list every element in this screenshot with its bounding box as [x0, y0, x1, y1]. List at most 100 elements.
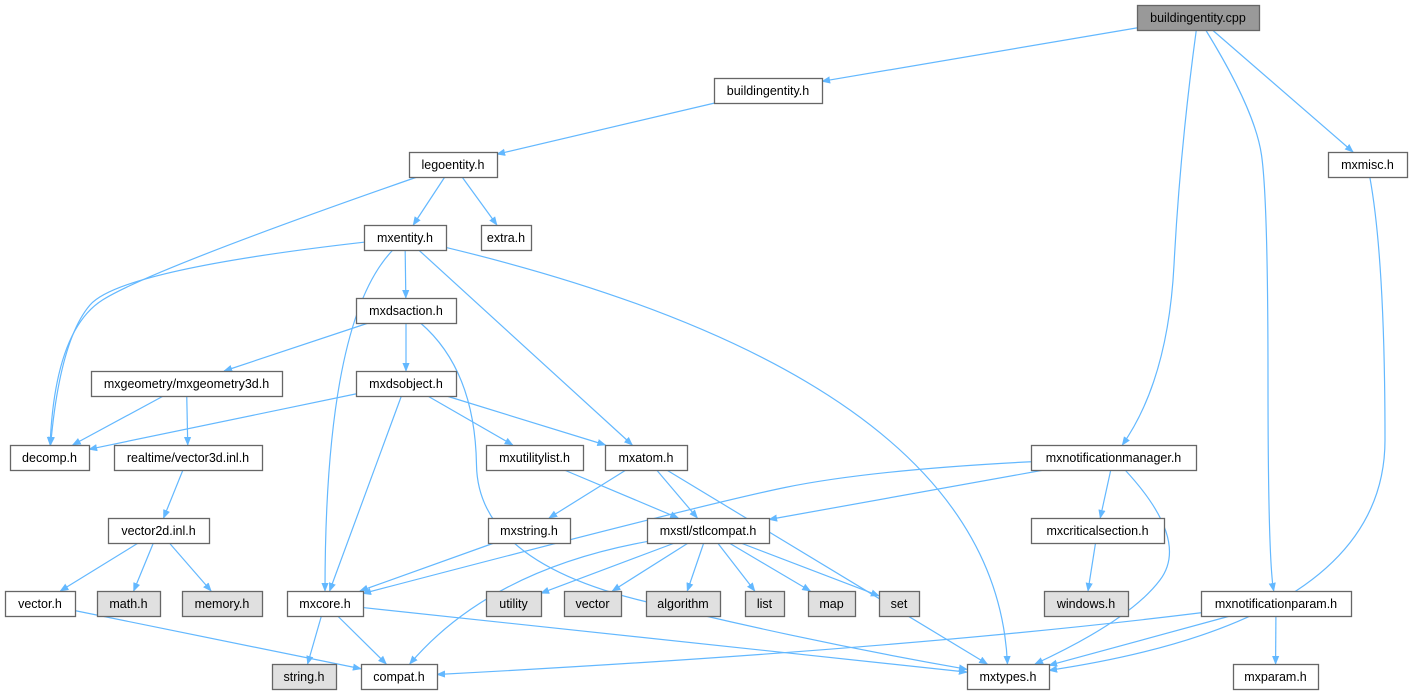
node-label: set	[891, 597, 908, 611]
node-realtime-vector3d-inl-h[interactable]: realtime/vector3d.inl.h	[113, 444, 264, 472]
node-box	[807, 590, 857, 618]
edge-vec-to-compat	[74, 610, 362, 671]
node-box	[480, 224, 533, 252]
edge-nparam-to-types	[1048, 615, 1231, 667]
node-decomp-h[interactable]: decomp.h	[9, 444, 91, 472]
node-buildingentity-cpp[interactable]: buildingentity.cpp	[1136, 4, 1261, 32]
node-mxutilitylist-h[interactable]: mxutilitylist.h	[485, 444, 585, 472]
node-mxatom-h[interactable]: mxatom.h	[604, 444, 689, 472]
node-box	[1030, 444, 1198, 472]
node-box	[360, 663, 439, 691]
node-buildingentity-h[interactable]: buildingentity.h	[713, 77, 824, 105]
node-legoentity-h[interactable]: legoentity.h	[408, 151, 499, 179]
edge-dso-to-decomp	[88, 393, 357, 452]
node-mxnotificationparam-h[interactable]: mxnotificationparam.h	[1200, 590, 1353, 618]
edge-nparam-to-compat	[436, 612, 1202, 678]
node-label: buildingentity.cpp	[1150, 11, 1246, 25]
node-mxtypes-h[interactable]: mxtypes.h	[966, 663, 1051, 691]
edge-geo-to-decomp	[71, 395, 164, 446]
node-box	[1200, 590, 1353, 618]
node-mxentity-h[interactable]: mxentity.h	[363, 224, 448, 252]
edge-core-to-types	[362, 606, 968, 675]
edge-v2-to-math	[133, 542, 154, 592]
node-label: buildingentity.h	[727, 84, 810, 98]
node-label: mxtypes.h	[980, 670, 1037, 684]
edge-geo-to-v3	[183, 395, 192, 446]
node-box	[1136, 4, 1261, 32]
node-mxgeometry-mxgeometry3d-h[interactable]: mxgeometry/mxgeometry3d.h	[90, 370, 284, 398]
node-box	[966, 663, 1051, 691]
edge-cpp-to-misc	[1212, 29, 1354, 153]
node-label: mxutilitylist.h	[499, 451, 570, 465]
node-math-h: math.h	[96, 590, 162, 618]
edge-ent-to-dsa	[402, 249, 410, 299]
edge-core-to-compat	[337, 615, 387, 665]
node-mxcore-h[interactable]: mxcore.h	[286, 590, 365, 618]
node-box	[878, 590, 921, 618]
node-box	[4, 590, 77, 618]
node-mxmisc-h[interactable]: mxmisc.h	[1327, 151, 1409, 179]
node-box	[1232, 663, 1320, 691]
node-label: mxmisc.h	[1341, 158, 1394, 172]
node-label: mxdsaction.h	[369, 304, 443, 318]
edge-ent-to-decomp	[47, 241, 365, 446]
node-mxparam-h[interactable]: mxparam.h	[1232, 663, 1320, 691]
node-label: mxentity.h	[377, 231, 433, 245]
node-box	[744, 590, 786, 618]
node-label: mxparam.h	[1244, 670, 1307, 684]
node-windows-h: windows.h	[1043, 590, 1130, 618]
edge-atom-to-types	[666, 469, 989, 665]
node-compat-h[interactable]: compat.h	[360, 663, 439, 691]
node-box	[1043, 590, 1130, 618]
node-label: algorithm	[657, 597, 708, 611]
node-box	[355, 370, 458, 398]
node-mxcriticalsection-h[interactable]: mxcriticalsection.h	[1030, 517, 1166, 545]
node-label: mxcore.h	[299, 597, 350, 611]
node-label: vector	[575, 597, 609, 611]
edge-stl-to-compat	[409, 540, 648, 665]
node-mxstl-stlcompat-h[interactable]: mxstl/stlcompat.h	[646, 517, 771, 545]
edge-nmgr-to-crit	[1098, 469, 1112, 519]
edge-lego-to-extra	[461, 176, 498, 226]
node-memory-h: memory.h	[181, 590, 264, 618]
node-label: mxnotificationmanager.h	[1046, 451, 1182, 465]
node-mxdsaction-h[interactable]: mxdsaction.h	[355, 297, 458, 325]
edge-dso-to-atom	[446, 395, 607, 447]
edge-crit-to-win	[1085, 542, 1097, 592]
node-mxdsobject-h[interactable]: mxdsobject.h	[355, 370, 458, 398]
node-mxstring-h[interactable]: mxstring.h	[487, 517, 572, 545]
edge-stl-to-set	[740, 542, 880, 597]
node-box	[271, 663, 338, 691]
edge-dsa-to-types	[420, 322, 968, 672]
node-box	[113, 444, 264, 472]
edge-dso-to-ulist	[427, 395, 514, 446]
node-box	[363, 224, 448, 252]
node-algorithm: algorithm	[645, 590, 722, 618]
node-vector2d-inl-h[interactable]: vector2d.inl.h	[107, 517, 211, 545]
edge-lego-to-decomp	[46, 176, 418, 446]
node-box	[408, 151, 499, 179]
node-label: mxstl/stlcompat.h	[660, 524, 757, 538]
node-label: realtime/vector3d.inl.h	[127, 451, 249, 465]
node-utility: utility	[485, 590, 543, 618]
edge-misc-to-types	[1048, 176, 1386, 673]
node-label: vector.h	[18, 597, 62, 611]
node-string-h: string.h	[271, 663, 338, 691]
node-box	[1327, 151, 1409, 179]
edge-v2-to-vec	[59, 542, 139, 592]
edge-atom-to-stl	[656, 469, 698, 519]
node-map: map	[807, 590, 857, 618]
node-box	[646, 517, 771, 545]
node-box	[9, 444, 91, 472]
edge-stl-to-map	[728, 542, 812, 592]
edge-stl-to-vector	[611, 542, 689, 592]
node-label: compat.h	[373, 670, 424, 684]
node-extra-h[interactable]: extra.h	[480, 224, 533, 252]
node-label: mxstring.h	[500, 524, 558, 538]
edge-nmgr-to-stl	[768, 469, 1045, 522]
node-label: windows.h	[1056, 597, 1115, 611]
node-vector-h[interactable]: vector.h	[4, 590, 77, 618]
node-mxnotificationmanager-h[interactable]: mxnotificationmanager.h	[1030, 444, 1198, 472]
edge-bh-to-lego	[496, 102, 715, 156]
edge-stl-to-util	[540, 542, 675, 594]
